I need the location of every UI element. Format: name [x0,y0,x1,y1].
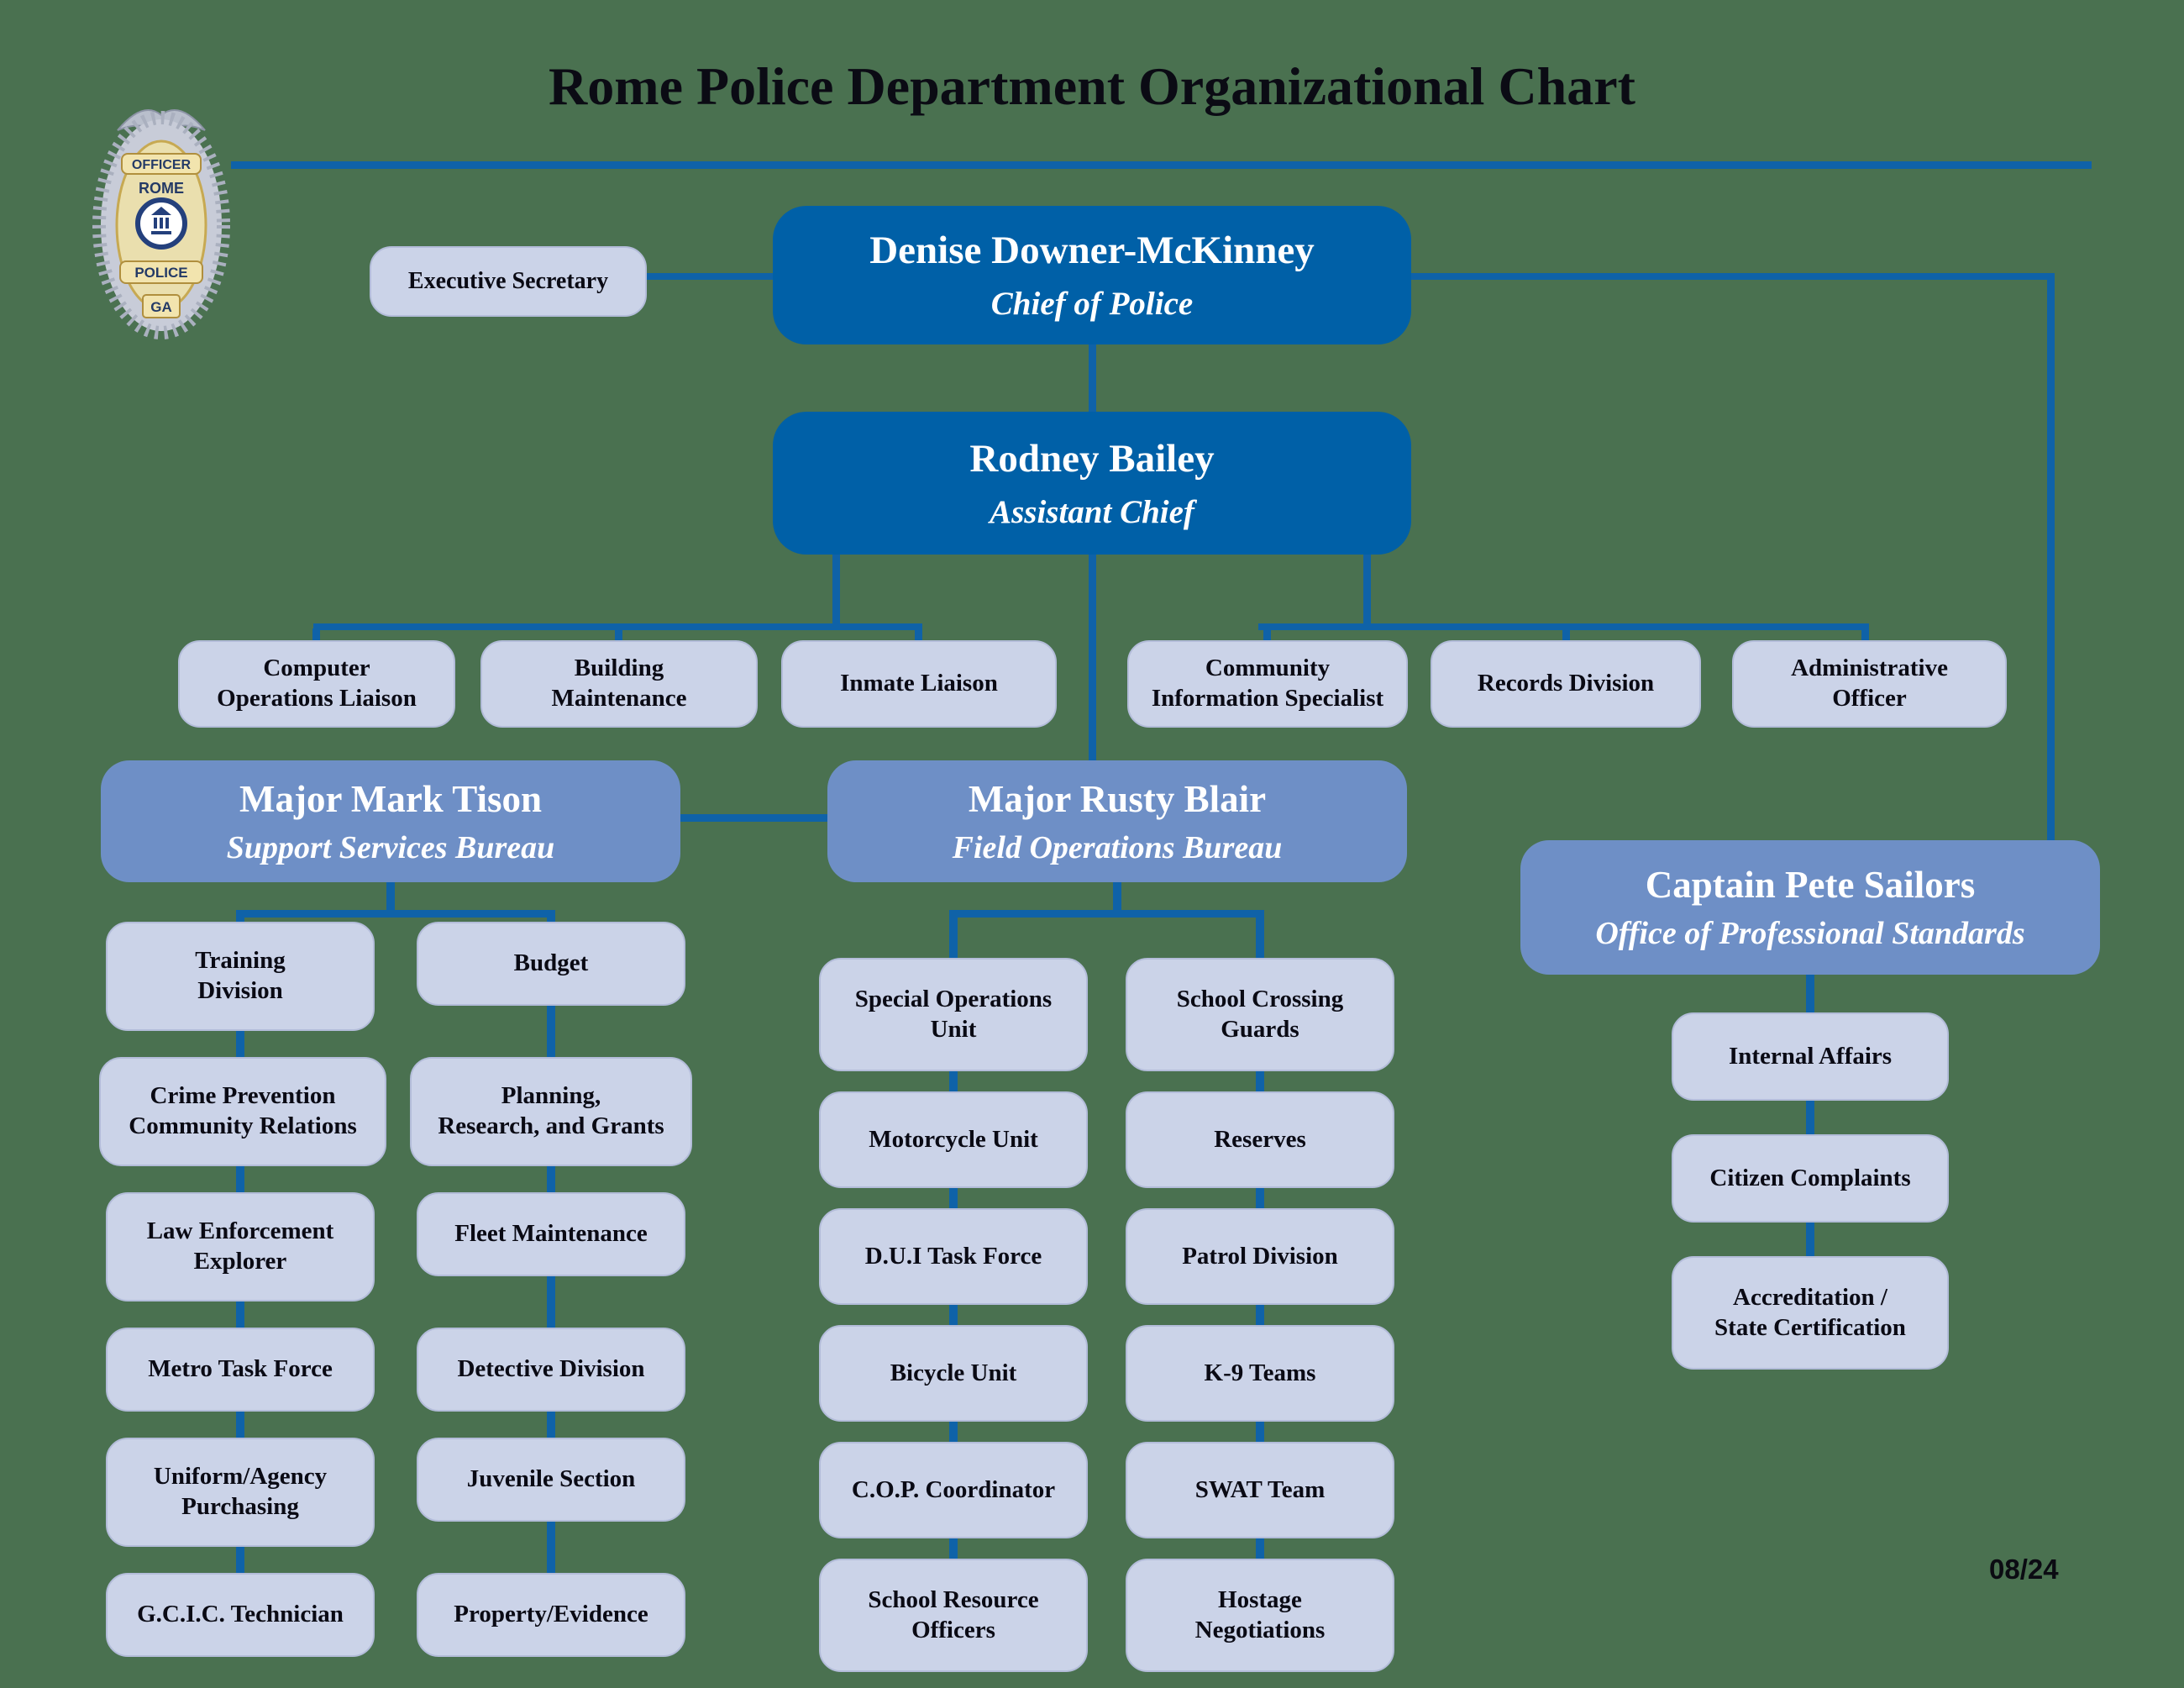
badge-seal-column [154,218,157,229]
connector-tison-down [386,882,395,914]
blair-name: Major Rusty Blair [968,777,1267,820]
badge-rank-ribbon [121,153,202,175]
connector-blair-bar [949,910,1264,918]
connector-right-bar [1258,623,1869,630]
node-budget: Budget [417,922,685,1006]
connector-stub-records [1562,628,1570,647]
connector-tison-bar [236,910,555,918]
connector-stub-community [1263,628,1271,647]
assistant-chief-name: Rodney Bailey [969,436,1215,481]
connector-majors-link [680,814,827,822]
node-metro-task-force: Metro Task Force [106,1328,375,1412]
node-community-information-specialist: Community Information Specialist [1127,640,1408,728]
badge-city-label: ROME [139,180,184,197]
node-major-mark-tison: Major Mark Tison Support Services Bureau [101,760,680,882]
chief-name: Denise Downer-McKinney [869,229,1315,272]
node-executive-secretary: Executive Secretary [370,246,647,317]
node-swat-team: SWAT Team [1126,1442,1394,1538]
badge-state-plaque [142,294,181,318]
node-hostage-negotiations: Hostage Negotiations [1126,1559,1394,1672]
connector-chief-assistant [1089,344,1096,413]
node-planning-research-grants: Planning, Research, and Grants [410,1057,692,1166]
node-law-enforcement-explorer: Law Enforcement Explorer [106,1192,375,1301]
tison-name: Major Mark Tison [239,777,543,820]
node-special-operations-unit: Special Operations Unit [819,958,1088,1071]
node-internal-affairs: Internal Affairs [1672,1012,1949,1101]
node-property-evidence: Property/Evidence [417,1573,685,1657]
chief-title: Chief of Police [990,286,1194,322]
node-bicycle-unit: Bicycle Unit [819,1325,1088,1422]
rome-police-badge-logo: OFFICER ROME POLICE GA [92,109,230,339]
node-chief-of-police: Denise Downer-McKinney Chief of Police [773,206,1411,344]
connector-assistant-rightbar [1363,553,1371,630]
tison-title: Support Services Bureau [226,829,555,865]
node-dui-task-force: D.U.I Task Force [819,1208,1088,1305]
connector-stub-computer [312,628,320,647]
assistant-chief-title: Assistant Chief [990,493,1194,530]
connector-stub-inmate [915,628,922,647]
node-detective-division: Detective Division [417,1328,685,1412]
node-patrol-division: Patrol Division [1126,1208,1394,1305]
revision-date: 08/24 [1989,1554,2059,1585]
node-motorcycle-unit: Motorcycle Unit [819,1091,1088,1188]
title-underline [231,161,2092,169]
badge-seal-column [160,218,163,229]
connector-assistant-leftbar [832,553,840,630]
node-gcic-technician: G.C.I.C. Technician [106,1573,375,1657]
badge-state-label: GA [150,299,172,315]
badge-seal-arch [151,207,171,215]
badge-rank-label: OFFICER [132,158,192,172]
sailors-name: Captain Pete Sailors [1645,864,1976,906]
badge-org-label: POLICE [134,265,187,281]
node-crime-prevention-community-relations: Crime Prevention Community Relations [99,1057,386,1166]
badge-starburst [92,111,230,339]
connector-blair-down [1113,882,1121,914]
sailors-title: Office of Professional Standards [1595,916,2025,951]
connector-chief-right [1411,273,2047,280]
node-juvenile-section: Juvenile Section [417,1438,685,1522]
node-computer-operations-liaison: Computer Operations Liaison [178,640,455,728]
node-reserves: Reserves [1126,1091,1394,1188]
node-administrative-officer: Administrative Officer [1732,640,2007,728]
node-major-rusty-blair: Major Rusty Blair Field Operations Burea… [827,760,1407,882]
node-building-maintenance: Building Maintenance [480,640,758,728]
node-inmate-liaison: Inmate Liaison [781,640,1057,728]
badge-org-ribbon [119,260,203,284]
connector-stub-building [615,628,622,647]
connector-left-bar [313,623,922,630]
node-cop-coordinator: C.O.P. Coordinator [819,1442,1088,1538]
node-fleet-maintenance: Fleet Maintenance [417,1192,685,1276]
page-title: Rome Police Department Organizational Ch… [549,56,1635,116]
node-uniform-agency-purchasing: Uniform/Agency Purchasing [106,1438,375,1547]
connector-chief-captain [2047,273,2055,844]
connector-captain-column [1806,975,1814,1269]
connector-secretary-chief [647,273,773,280]
node-assistant-chief: Rodney Bailey Assistant Chief [773,412,1411,555]
node-accreditation-state-certification: Accreditation / State Certification [1672,1256,1949,1370]
node-records-division: Records Division [1431,640,1701,728]
node-training-division: Training Division [106,922,375,1031]
node-school-resource-officers: School Resource Officers [819,1559,1088,1672]
node-captain-pete-sailors: Captain Pete Sailors Office of Professio… [1520,840,2100,975]
blair-title: Field Operations Bureau [952,829,1283,865]
node-citizen-complaints: Citizen Complaints [1672,1134,1949,1223]
badge-seal-base [151,231,171,234]
node-k9-teams: K-9 Teams [1126,1325,1394,1422]
connector-assistant-fieldops [1089,553,1096,763]
node-school-crossing-guards: School Crossing Guards [1126,958,1394,1071]
connector-stub-admin-officer [1861,628,1869,647]
badge-seal-column [165,218,169,229]
